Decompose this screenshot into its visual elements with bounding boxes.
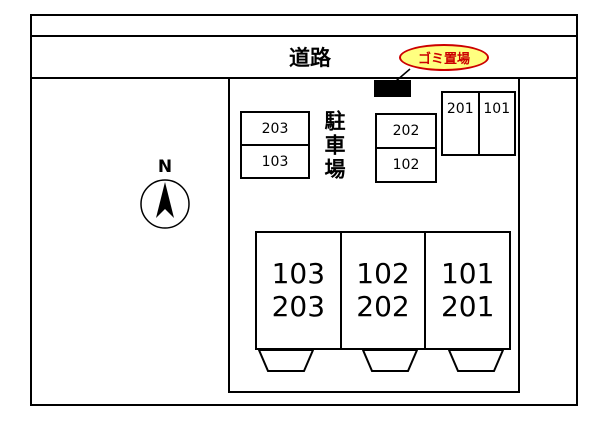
garbage-bin-marker bbox=[374, 80, 411, 97]
building-unit: 101 201 bbox=[424, 233, 509, 348]
garbage-area-label: ゴミ置場 bbox=[417, 52, 470, 67]
parking-space-number: 103 bbox=[261, 153, 289, 170]
unit-number-upper: 103 bbox=[271, 257, 326, 291]
compass-circle bbox=[140, 179, 190, 229]
road-edge-top bbox=[30, 35, 578, 37]
entrance-porch bbox=[448, 349, 504, 372]
building-unit: 102 202 bbox=[339, 233, 425, 348]
unit-number-upper: 101 bbox=[440, 257, 495, 291]
unit-number-lower: 201 bbox=[440, 289, 495, 323]
building-unit: 103 203 bbox=[257, 233, 340, 348]
garbage-pointer-line bbox=[395, 68, 411, 82]
pointer-line bbox=[395, 68, 411, 82]
site-boundary bbox=[228, 77, 520, 393]
parking-space: 202 bbox=[377, 115, 435, 147]
entrance-porch bbox=[362, 349, 418, 372]
compass-needle bbox=[156, 182, 174, 218]
drawing-frame bbox=[30, 14, 578, 406]
parking-space: 101 bbox=[477, 93, 515, 154]
parking-space: 102 bbox=[377, 147, 435, 181]
porch-shape bbox=[448, 349, 504, 372]
entrance-porch bbox=[258, 349, 314, 372]
parking-space-number: 201 bbox=[446, 101, 474, 117]
parking-space-number: 202 bbox=[392, 123, 420, 139]
parking-group-right: 201 101 bbox=[441, 91, 516, 156]
porch-shape bbox=[362, 349, 418, 372]
unit-number-lower: 203 bbox=[271, 289, 326, 323]
parking-space-number: 203 bbox=[261, 120, 289, 137]
unit-number-lower: 202 bbox=[356, 289, 410, 323]
parking-space: 103 bbox=[242, 144, 308, 177]
parking-area-label: 駐車場 bbox=[322, 110, 346, 182]
garbage-area-callout: ゴミ置場 bbox=[399, 44, 489, 71]
road-label: 道路 bbox=[289, 46, 331, 70]
parking-space-number: 101 bbox=[483, 101, 511, 117]
parking-space: 203 bbox=[242, 113, 308, 144]
parking-space-number: 102 bbox=[392, 157, 420, 173]
compass-north-label: N bbox=[158, 157, 172, 177]
porch-shape bbox=[258, 349, 314, 372]
parking-space: 201 bbox=[443, 93, 478, 154]
unit-number-upper: 102 bbox=[356, 257, 410, 291]
compass: N bbox=[140, 157, 190, 229]
parking-group-middle: 202 102 bbox=[375, 113, 437, 183]
parking-group-left: 203 103 bbox=[240, 111, 310, 179]
building-outline: 103 203 102 202 101 201 bbox=[255, 231, 511, 350]
